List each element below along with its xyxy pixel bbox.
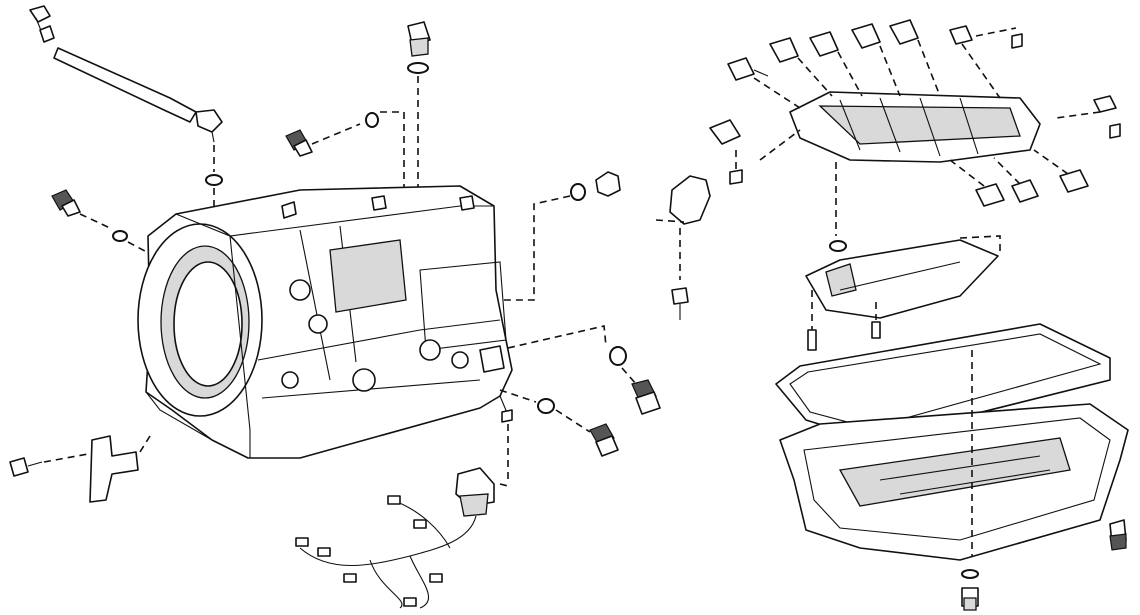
solenoid-leader-lines xyxy=(753,39,1069,187)
breather-plug-right xyxy=(500,171,621,301)
bolt-right xyxy=(1109,519,1127,551)
drain-plug xyxy=(961,569,979,611)
solenoid-valves xyxy=(709,19,1121,207)
oil-strainer xyxy=(805,235,1001,351)
breather-hose xyxy=(29,5,197,123)
breather-plug xyxy=(195,109,223,228)
transmission-case xyxy=(137,185,513,459)
plug-bolt-right-upper xyxy=(507,325,661,415)
plug-bolt-left xyxy=(51,189,159,259)
oil-pan-gasket xyxy=(775,323,1111,441)
wire-harness xyxy=(295,409,513,609)
plug-bolt-right-lower xyxy=(499,389,619,457)
speed-sensor-center xyxy=(655,175,711,320)
speed-sensor-left xyxy=(9,435,151,503)
valve-body xyxy=(759,91,1041,236)
oil-pan xyxy=(779,350,1129,561)
